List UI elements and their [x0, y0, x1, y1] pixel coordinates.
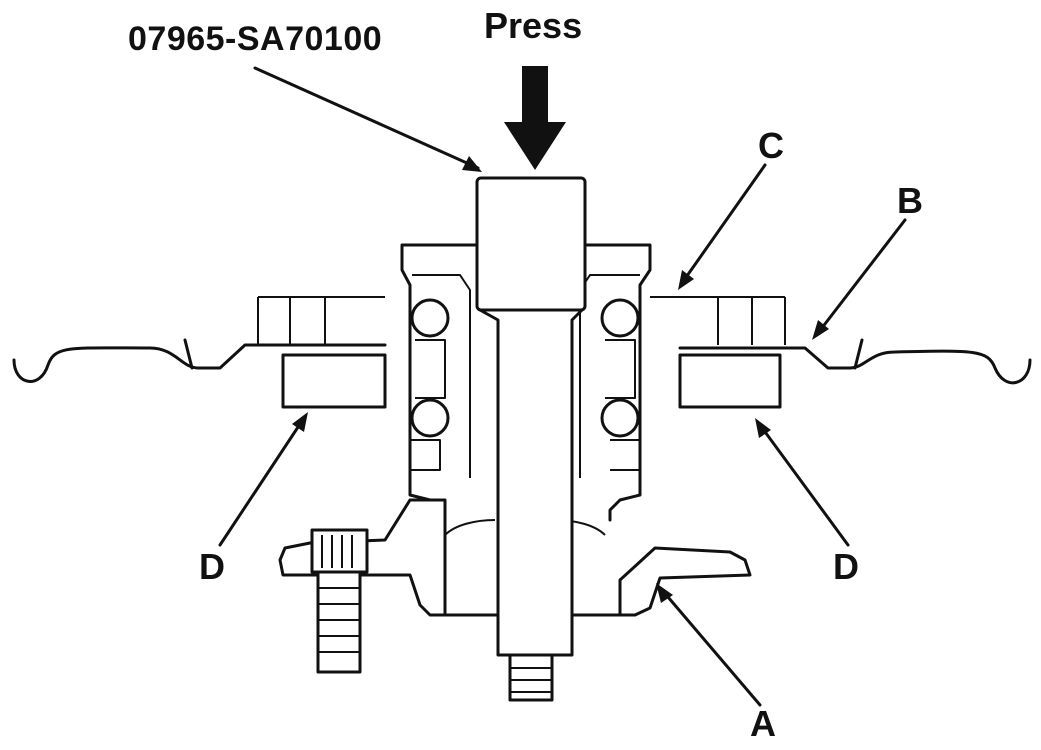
- press-arrow: [504, 66, 566, 170]
- press-label: Press: [484, 5, 583, 46]
- bearing-ball-lower-right: [600, 398, 640, 438]
- knuckle-flange-outline: [12, 296, 1032, 385]
- wheel-stud: [310, 528, 369, 674]
- callout-c-label: C: [758, 125, 784, 166]
- bearing-ball-upper-right: [600, 298, 640, 338]
- callout-d-right-label: D: [833, 546, 859, 587]
- spacer-block-left: [281, 353, 387, 409]
- callout-b-label: B: [897, 180, 923, 221]
- bearing-seals: [410, 439, 641, 471]
- callout-d-left-label: D: [199, 546, 225, 587]
- bearing-ball-lower-left: [410, 398, 450, 438]
- bearing-races: [415, 339, 636, 399]
- callout-a-label: A: [750, 703, 776, 744]
- bearing-ball-upper-left: [410, 298, 450, 338]
- tool-part-number-label: 07965-SA70100: [128, 20, 383, 58]
- leader-lines: [218, 66, 907, 707]
- press-driver-tool: [475, 176, 587, 702]
- spacer-block-right: [678, 353, 782, 409]
